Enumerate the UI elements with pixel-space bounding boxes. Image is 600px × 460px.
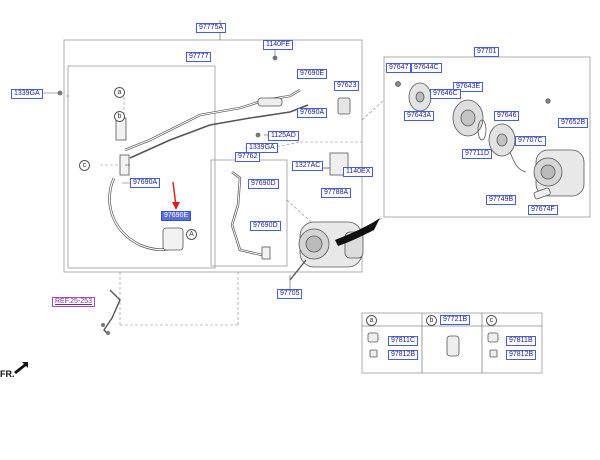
callout-pointer-arrow (335, 218, 380, 246)
callout-1140FE[interactable]: 1140FE (263, 40, 293, 50)
callout-97690A-top[interactable]: 97690A (297, 108, 328, 118)
ref-bracket (103, 289, 121, 335)
callout-97705[interactable]: 97705 (277, 289, 303, 299)
callout-1327AC[interactable]: 1327AC (292, 161, 324, 171)
pressure-switch (337, 97, 351, 115)
callout-97652B[interactable]: 97652B (558, 118, 589, 128)
marker-b: b (114, 111, 125, 122)
callout-97711D[interactable]: 97711D (462, 149, 493, 159)
callout-97690D-top[interactable]: 97690D (248, 179, 279, 189)
marker-c: c (79, 160, 90, 171)
callout-97647[interactable]: 97647 (386, 63, 412, 73)
callout-1339GA-mid[interactable]: 1339GA (246, 143, 278, 153)
front-direction-label: FR. (0, 369, 15, 379)
callout-97644C[interactable]: 97644C (411, 63, 442, 73)
legend-tab-c: c (486, 315, 497, 326)
callout-97690A-left[interactable]: 97690A (130, 178, 161, 188)
callout-97762[interactable]: 97762 (235, 152, 261, 162)
callout-97788A[interactable]: 97788A (321, 188, 352, 198)
callout-97775A[interactable]: 97775A (196, 23, 227, 33)
callout-97777[interactable]: 97777 (186, 52, 212, 62)
suction-end-block (162, 227, 184, 251)
compressor-main (298, 221, 364, 268)
callout-97812B-a[interactable]: 97812B (388, 350, 419, 360)
ref-link-25-253[interactable]: REF.25-253 (52, 297, 95, 307)
hose-subassembly-frame (67, 65, 216, 269)
callout-97749B[interactable]: 97749B (486, 195, 517, 205)
callout-97690E[interactable]: 97690E (297, 69, 328, 79)
muffler (257, 97, 283, 107)
callout-97646[interactable]: 97646 (494, 111, 520, 121)
callout-1125AD[interactable]: 1125AD (268, 131, 299, 141)
callout-97701[interactable]: 97701 (474, 47, 500, 57)
callout-97643A[interactable]: 97643A (404, 111, 435, 121)
callout-1339GA-left[interactable]: 1339GA (11, 89, 43, 99)
callout-97643E[interactable]: 97643E (453, 82, 484, 92)
legend-tab-a: a (366, 315, 377, 326)
callout-97811C[interactable]: 97811C (388, 336, 419, 346)
compressor-inset (533, 149, 585, 197)
callout-97707C[interactable]: 97707C (515, 136, 546, 146)
discharge-hose-frame (210, 159, 288, 267)
callout-97623[interactable]: 97623 (334, 81, 360, 91)
legend-part-97721B[interactable]: 97721B (440, 315, 471, 325)
clutch-pulley (395, 81, 551, 157)
callout-1140EX[interactable]: 1140EX (343, 167, 374, 177)
marker-a-upper: a (114, 87, 125, 98)
callout-97811B[interactable]: 97811B (506, 336, 536, 346)
main-assembly-frame (63, 39, 363, 273)
callout-97812B-c[interactable]: 97812B (506, 350, 537, 360)
front-arrow (14, 362, 28, 374)
legend-tab-b: b (426, 315, 437, 326)
callout-97690E-highlighted[interactable]: 97690E (161, 211, 192, 221)
callout-97690D-bottom[interactable]: 97690D (250, 221, 281, 231)
callout-97674F[interactable]: 97674F (528, 205, 558, 215)
marker-A-large: A (186, 229, 197, 240)
legend-table-frame (361, 312, 543, 374)
callout-97646C[interactable]: 97646C (430, 89, 461, 99)
compressor-parts-frame (383, 56, 591, 218)
